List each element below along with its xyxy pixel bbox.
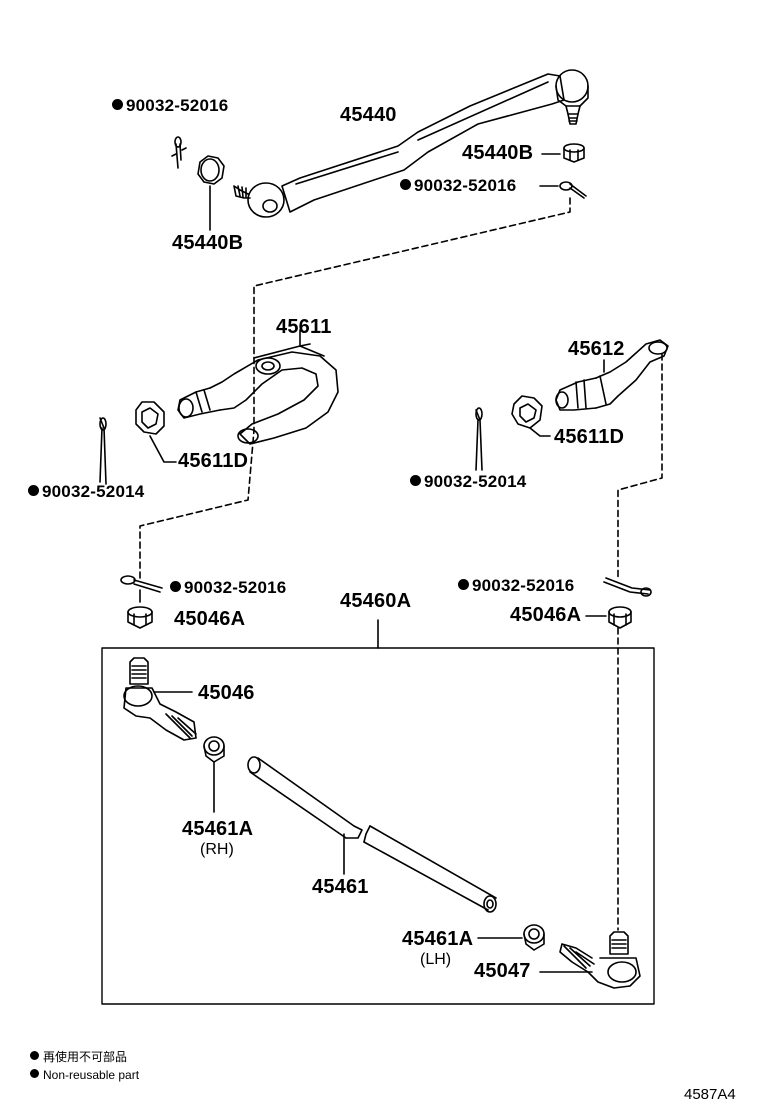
non-reusable-marker — [410, 475, 421, 486]
nut-45440b-right — [541, 143, 585, 163]
non-reusable-marker — [28, 485, 39, 496]
cotter-pin-top-right — [539, 181, 587, 199]
label-45440b-right: 45440B — [462, 142, 534, 164]
cotter-pin-top-left — [171, 136, 187, 169]
cotter-pin-52014-left — [99, 417, 107, 485]
label-rh: (RH) — [200, 841, 234, 858]
tie-rod-end-45047 — [539, 931, 641, 989]
label-45611d-right: 45611D — [554, 426, 625, 448]
nut-45611d-left — [135, 401, 177, 463]
label-45612: 45612 — [568, 338, 625, 360]
pitman-arm-45611 — [177, 329, 339, 445]
nut-45440b-left — [197, 155, 225, 231]
label-45440: 45440 — [340, 104, 397, 126]
tie-rod-end-45046 — [123, 657, 197, 741]
non-reusable-marker — [30, 1069, 39, 1078]
label-45461: 45461 — [312, 876, 369, 898]
label-pin-52014-right: 90032-52014 — [410, 472, 526, 491]
dashed-guide-right — [617, 353, 663, 579]
label-pin-mid-right: 90032-52016 — [458, 576, 574, 595]
non-reusable-marker — [30, 1051, 39, 1060]
legend-line-jp: 再使用不可部品 — [30, 1050, 127, 1064]
label-45046: 45046 — [198, 682, 255, 704]
label-45611d-left: 45611D — [178, 450, 249, 472]
label-45611: 45611 — [276, 316, 332, 338]
drag-link-45440 — [233, 69, 589, 218]
label-45460a: 45460A — [340, 590, 412, 612]
nut-45046a-right — [585, 606, 632, 629]
dashed-guide-left — [139, 197, 571, 579]
label-45461a-lh: 45461A — [402, 928, 474, 950]
cotter-pin-mid-right — [603, 577, 652, 597]
cotter-pin-52014-right — [475, 407, 483, 471]
figure-id: 4587A4 — [684, 1086, 736, 1103]
label-45440b-left: 45440B — [172, 232, 244, 254]
legend-line-en: Non-reusable part — [30, 1068, 139, 1082]
non-reusable-marker — [170, 581, 181, 592]
label-pin-top-left: 90032-52016 — [112, 96, 228, 115]
tube-45461 — [247, 756, 497, 913]
cotter-pin-mid-left — [120, 575, 163, 603]
label-pin-top-right: 90032-52016 — [400, 176, 516, 195]
non-reusable-marker — [112, 99, 123, 110]
nut-45611d-right — [511, 395, 551, 437]
label-lh: (LH) — [420, 951, 452, 968]
idler-arm-45612 — [555, 339, 669, 411]
nut-45046a-left — [127, 606, 153, 629]
label-45046a-right: 45046A — [510, 604, 582, 626]
clamp-45461a-lh — [477, 924, 545, 951]
label-pin-52014-left: 90032-52014 — [28, 482, 144, 501]
label-45461a-rh: 45461A — [182, 818, 254, 840]
non-reusable-marker — [400, 179, 411, 190]
label-pin-mid-left: 90032-52016 — [170, 578, 286, 597]
label-45046a-left: 45046A — [174, 608, 246, 630]
non-reusable-marker — [458, 579, 469, 590]
label-45047: 45047 — [474, 960, 531, 982]
clamp-45461a-rh — [203, 736, 225, 813]
